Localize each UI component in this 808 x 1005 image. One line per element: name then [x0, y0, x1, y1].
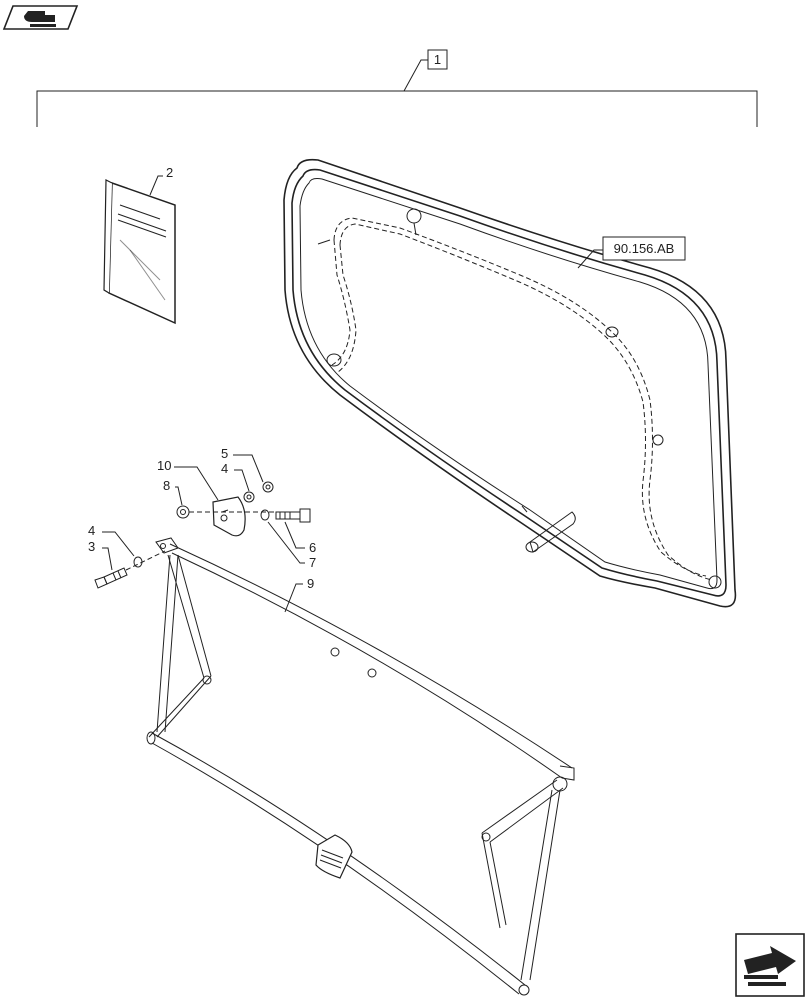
bolt-part-3[interactable] [94, 567, 128, 589]
callout-3-label[interactable]: 3 [88, 539, 95, 554]
callout-1-label: 1 [434, 52, 441, 67]
nut-part-8[interactable] [176, 505, 190, 519]
callout-10-label[interactable]: 10 [157, 458, 171, 473]
callout-2-label[interactable]: 2 [166, 165, 173, 180]
callout-6-label[interactable]: 6 [309, 540, 316, 555]
callout-4-top-label[interactable]: 4 [221, 461, 228, 476]
bar-frame[interactable] [146, 537, 575, 996]
callout-9-label[interactable]: 9 [307, 576, 314, 591]
washer-part-right[interactable] [260, 509, 270, 521]
hood-panel[interactable] [283, 158, 737, 608]
reference-link-label: 90.156.AB [614, 241, 675, 256]
assembly-bracket [36, 59, 758, 127]
callout-5-label[interactable]: 5 [221, 446, 228, 461]
callout-4-left-label[interactable]: 4 [88, 523, 95, 538]
previous-page-icon[interactable] [2, 5, 79, 30]
bolt-part-6[interactable] [275, 508, 311, 523]
washer-part-top[interactable] [243, 491, 255, 503]
fastener-cluster [94, 481, 311, 589]
callout-8-label[interactable]: 8 [163, 478, 170, 493]
callout-1[interactable]: 1 [427, 49, 448, 70]
nut-part-5[interactable] [262, 481, 274, 493]
reference-link-90-156-ab[interactable]: 90.156.AB [602, 236, 686, 261]
operator-manual[interactable] [103, 179, 176, 325]
next-page-icon[interactable] [735, 933, 805, 997]
bracket-part[interactable] [212, 496, 246, 537]
callout-7-label[interactable]: 7 [309, 555, 316, 570]
